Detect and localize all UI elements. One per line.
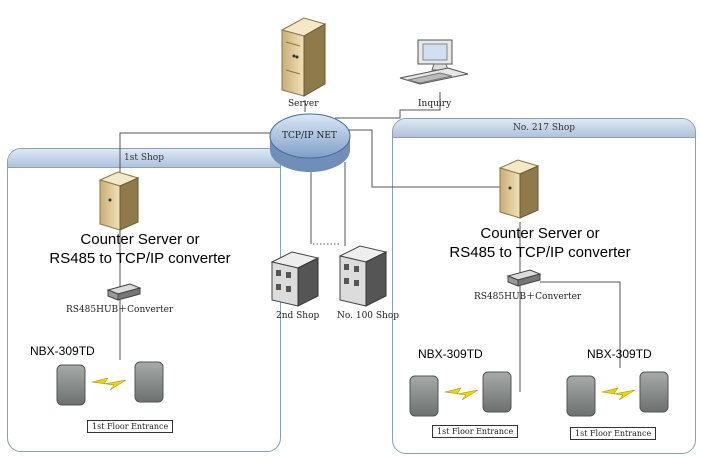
shop1-counter-line2: RS485 to TCP/IP converter (49, 250, 231, 267)
shop100-label: No. 100 Shop (337, 311, 400, 321)
shop1-model-label: NBX-309TD (30, 344, 95, 358)
network-label: TCP/IP NET (282, 131, 337, 141)
shop217-entrance-a-label: 1st Floor Entrance (432, 425, 519, 438)
shop2-label: 2nd Shop (276, 311, 320, 321)
shop1-title: 1st Shop (8, 149, 280, 168)
server-label: Server (288, 99, 319, 109)
computer-icon (399, 39, 469, 85)
shop1-counter-line1: Counter Server or (80, 231, 200, 248)
sensor-pair-icon (409, 371, 512, 417)
shop1-counter-label: Counter Server or RS485 to TCP/IP conver… (40, 230, 240, 268)
building-icon (338, 245, 388, 307)
shop217-counter-label: Counter Server or RS485 to TCP/IP conver… (440, 224, 640, 262)
server-icon (280, 17, 327, 97)
shop217-model-b-label: NBX-309TD (587, 347, 652, 361)
counter-server-icon (498, 159, 540, 219)
sensor-pair-icon (56, 361, 164, 406)
shop217-entrance-b-label: 1st Floor Entrance (570, 427, 657, 440)
counter-server-icon (98, 171, 140, 231)
shop1-hub-label: RS485HUB＋Converter (66, 305, 174, 315)
shop217-counter-line2: RS485 to TCP/IP converter (449, 244, 631, 261)
hub-icon (506, 269, 542, 287)
inquiry-label: Inquiry (418, 99, 452, 109)
shop217-hub-label: RS485HUB＋Converter (474, 292, 582, 302)
shop1-entrance-label: 1st Floor Entrance (87, 420, 174, 433)
sensor-pair-icon (566, 371, 669, 417)
shop217-title: No. 217 Shop (393, 119, 695, 138)
hub-icon (106, 283, 142, 301)
building-icon (270, 251, 320, 307)
shop217-model-a-label: NBX-309TD (418, 347, 483, 361)
shop217-counter-line1: Counter Server or (480, 225, 600, 242)
